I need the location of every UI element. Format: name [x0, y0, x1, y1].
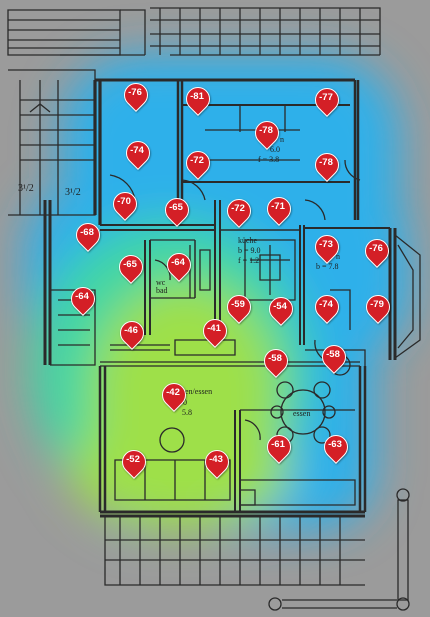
room-label-top-1: n — [280, 135, 284, 144]
signal-marker[interactable]: -81 — [181, 82, 215, 117]
marker-value: -78 — [319, 157, 333, 168]
signal-marker[interactable]: -65 — [114, 250, 148, 285]
marker-value: -42 — [166, 387, 180, 398]
room-label-wc-1: wc — [156, 278, 166, 287]
signal-marker[interactable]: -78 — [310, 148, 344, 183]
marker-value: -74 — [130, 145, 144, 156]
marker-value: -64 — [171, 257, 185, 268]
floorplan-walls — [7, 7, 421, 611]
marker-value: -71 — [271, 201, 285, 212]
room-label-kueche-2: b = 9.0 — [238, 246, 261, 255]
signal-marker[interactable]: -64 — [66, 282, 100, 317]
signal-marker[interactable]: -64 — [162, 248, 196, 283]
signal-marker[interactable]: -63 — [319, 430, 353, 465]
marker-value: -63 — [328, 439, 342, 450]
signal-marker[interactable]: -58 — [317, 340, 351, 375]
marker-value: -76 — [128, 87, 142, 98]
room-label-right-2: b = 7.8 — [316, 262, 339, 271]
signal-marker[interactable]: -68 — [71, 218, 105, 253]
signal-marker[interactable]: -58 — [259, 344, 293, 379]
marker-value: -41 — [207, 323, 221, 334]
marker-value: -78 — [259, 125, 273, 136]
signal-marker[interactable]: -52 — [117, 445, 151, 480]
signal-marker[interactable]: -54 — [264, 292, 298, 327]
room-label-top-2: 6.0 — [270, 145, 280, 154]
marker-value: -73 — [319, 239, 333, 250]
marker-value: -81 — [190, 91, 204, 102]
signal-marker[interactable]: -61 — [262, 430, 296, 465]
marker-value: -74 — [319, 299, 333, 310]
signal-marker[interactable]: -74 — [310, 290, 344, 325]
marker-value: -70 — [117, 196, 131, 207]
marker-value: -52 — [126, 454, 140, 465]
room-label-top-3: f = 3.8 — [258, 155, 280, 164]
signal-marker[interactable]: -65 — [160, 193, 194, 228]
signal-marker[interactable]: -59 — [222, 290, 256, 325]
room-label-wohnen-2: 0 — [183, 398, 187, 407]
signal-marker[interactable]: -46 — [115, 316, 149, 351]
signal-marker[interactable]: -41 — [198, 314, 232, 349]
marker-value: -76 — [369, 243, 383, 254]
marker-value: -65 — [169, 202, 183, 213]
signal-marker[interactable]: -76 — [119, 78, 153, 113]
room-label-wohnen-3: 5.8 — [182, 408, 192, 417]
signal-marker[interactable]: -71 — [262, 192, 296, 227]
signal-marker[interactable]: -43 — [200, 445, 234, 480]
marker-value: -64 — [75, 291, 89, 302]
signal-marker[interactable]: -76 — [360, 234, 394, 269]
signal-marker[interactable]: -78 — [250, 116, 284, 151]
room-label-kueche-1: küche — [238, 236, 258, 245]
room-label-right-1: n — [336, 252, 340, 261]
marker-value: -43 — [209, 454, 223, 465]
stair-label-1: 3¹/2 — [18, 183, 34, 194]
marker-value: -61 — [271, 439, 285, 450]
signal-marker[interactable]: -74 — [121, 136, 155, 171]
signal-marker[interactable]: -70 — [108, 187, 142, 222]
room-label-essen: essen — [293, 409, 311, 418]
stair-label-2: 3¹/2 — [65, 187, 81, 198]
marker-value: -68 — [80, 227, 94, 238]
signal-marker[interactable]: -42 — [157, 378, 191, 413]
marker-value: -59 — [231, 299, 245, 310]
marker-value: -58 — [326, 349, 340, 360]
marker-value: -46 — [124, 325, 138, 336]
room-label-kueche-3: f = 1.2 — [238, 256, 260, 265]
marker-value: -54 — [273, 301, 287, 312]
signal-marker[interactable]: -72 — [181, 146, 215, 181]
room-label-wohnen-1: en/essen — [185, 387, 213, 396]
signal-marker[interactable]: -77 — [310, 83, 344, 118]
signal-marker[interactable]: -73 — [310, 230, 344, 265]
marker-value: -79 — [370, 299, 384, 310]
marker-value: -72 — [231, 203, 245, 214]
room-label-wc-2: bad — [156, 286, 168, 295]
marker-value: -72 — [190, 155, 204, 166]
signal-marker[interactable]: -72 — [222, 194, 256, 229]
marker-value: -65 — [123, 259, 137, 270]
marker-value: -77 — [319, 92, 333, 103]
marker-value: -58 — [268, 353, 282, 364]
signal-marker[interactable]: -79 — [361, 290, 395, 325]
